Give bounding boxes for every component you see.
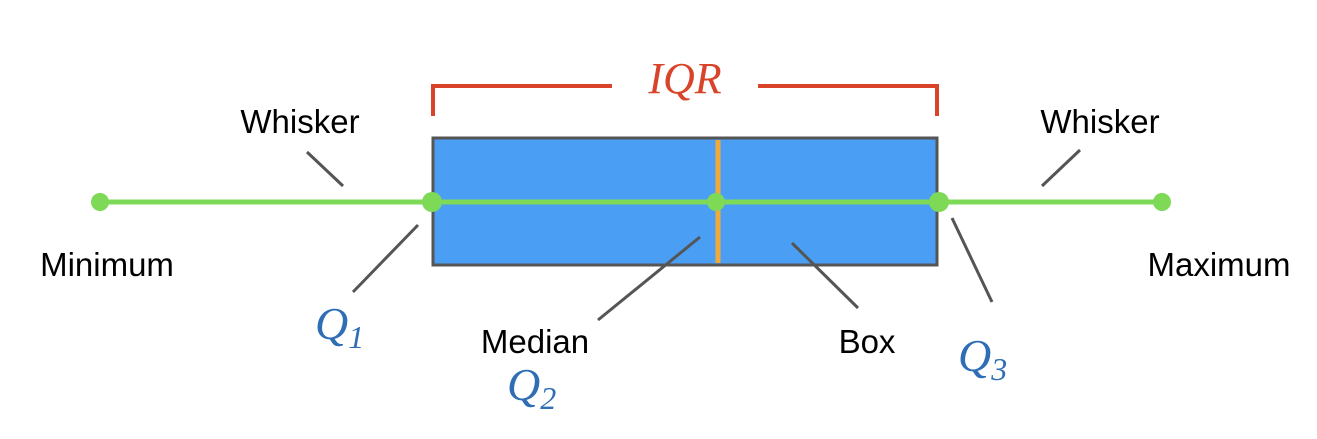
q3-label: Q3 — [958, 330, 1007, 387]
maximum-point — [1153, 193, 1171, 211]
minimum-point — [91, 193, 109, 211]
whisker-left-label: Whisker — [240, 103, 359, 140]
q3-letter: Q — [958, 330, 991, 381]
q3-leader — [950, 217, 994, 303]
whisker-left-leader — [305, 150, 345, 188]
iqr-bracket-left — [431, 84, 612, 116]
q2-letter: Q — [507, 359, 540, 410]
median-point — [707, 193, 725, 211]
q1-point — [422, 192, 442, 212]
q2-subscript: 2 — [540, 380, 556, 416]
minimum-label: Minimum — [40, 246, 174, 283]
q2-label: Q2 — [507, 359, 556, 416]
iqr-bracket: IQR — [431, 54, 939, 116]
whisker-right-label: Whisker — [1040, 103, 1159, 140]
box-leader — [790, 241, 860, 310]
q3-point — [929, 192, 949, 212]
whisker-right-leader — [1040, 148, 1082, 188]
iqr-label: IQR — [647, 54, 721, 103]
q3-subscript: 3 — [990, 351, 1007, 387]
median-label: Median — [481, 323, 589, 360]
maximum-label: Maximum — [1147, 246, 1290, 283]
q1-label: Q1 — [315, 298, 364, 355]
q1-letter: Q — [315, 298, 348, 349]
q1-subscript: 1 — [348, 319, 364, 355]
box-label: Box — [839, 323, 896, 360]
median-leader — [597, 235, 701, 322]
iqr-bracket-right — [758, 84, 939, 116]
q1-leader — [351, 223, 420, 294]
